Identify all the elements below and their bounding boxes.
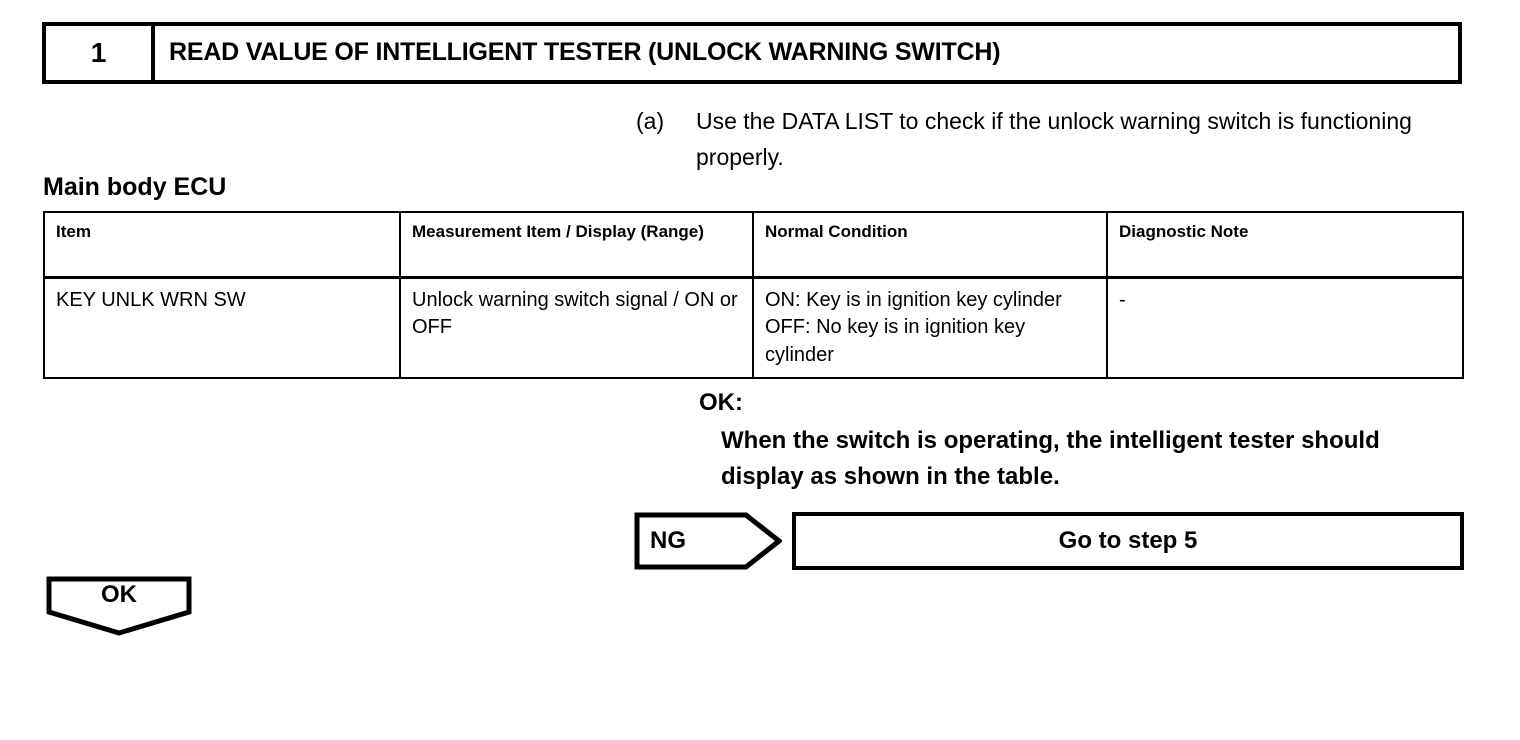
table-header-row: Item Measurement Item / Display (Range) … (43, 211, 1464, 279)
step-title: READ VALUE OF INTELLIGENT TESTER (UNLOCK… (169, 38, 1001, 67)
cell-item: KEY UNLK WRN SW (43, 275, 401, 380)
table-row: KEY UNLK WRN SW Unlock warning switch si… (43, 275, 1464, 380)
cell-measurement: Unlock warning switch signal / ON or OFF (399, 275, 754, 380)
instruction-marker: (a) (636, 108, 665, 134)
cell-normal-condition: ON: Key is in ignition key cylinder OFF:… (752, 275, 1108, 380)
ng-arrow-icon (634, 512, 782, 570)
data-list-table: Item Measurement Item / Display (Range) … (43, 211, 1464, 380)
ng-label: NG (650, 527, 686, 554)
table-head: Item Measurement Item / Display (Range) … (43, 211, 1464, 279)
ok-branch-label: OK (101, 581, 137, 608)
cell-diagnostic-note: - (1106, 275, 1464, 380)
step-title-cell: READ VALUE OF INTELLIGENT TESTER (UNLOCK… (155, 26, 1458, 80)
column-header-diagnostic-note: Diagnostic Note (1106, 211, 1464, 279)
step-number-cell: 1 (46, 26, 155, 80)
instruction-block: (a) Use the DATA LIST to check if the un… (636, 103, 1466, 175)
column-header-measurement: Measurement Item / Display (Range) (399, 211, 754, 279)
step-header: 1 READ VALUE OF INTELLIGENT TESTER (UNLO… (42, 22, 1462, 84)
column-header-normal-condition: Normal Condition (752, 211, 1108, 279)
data-table-container: Item Measurement Item / Display (Range) … (43, 211, 1464, 380)
column-header-item: Item (43, 211, 401, 279)
ok-down-arrow-icon: OK (46, 576, 192, 636)
goto-step-box[interactable]: Go to step 5 (792, 512, 1464, 570)
instruction-text: Use the DATA LIST to check if the unlock… (696, 108, 1412, 170)
section-heading: Main body ECU (43, 173, 227, 201)
result-ok-text: When the switch is operating, the intell… (721, 426, 1380, 490)
step-number: 1 (90, 37, 107, 68)
goto-step-label: Go to step 5 (1058, 527, 1198, 554)
table-body: KEY UNLK WRN SW Unlock warning switch si… (43, 275, 1464, 380)
branch-ng-row: NG Go to step 5 (634, 512, 1464, 570)
result-ok-label: OK: (699, 389, 743, 416)
result-ok-block: OK: When the switch is operating, the in… (699, 389, 1469, 495)
